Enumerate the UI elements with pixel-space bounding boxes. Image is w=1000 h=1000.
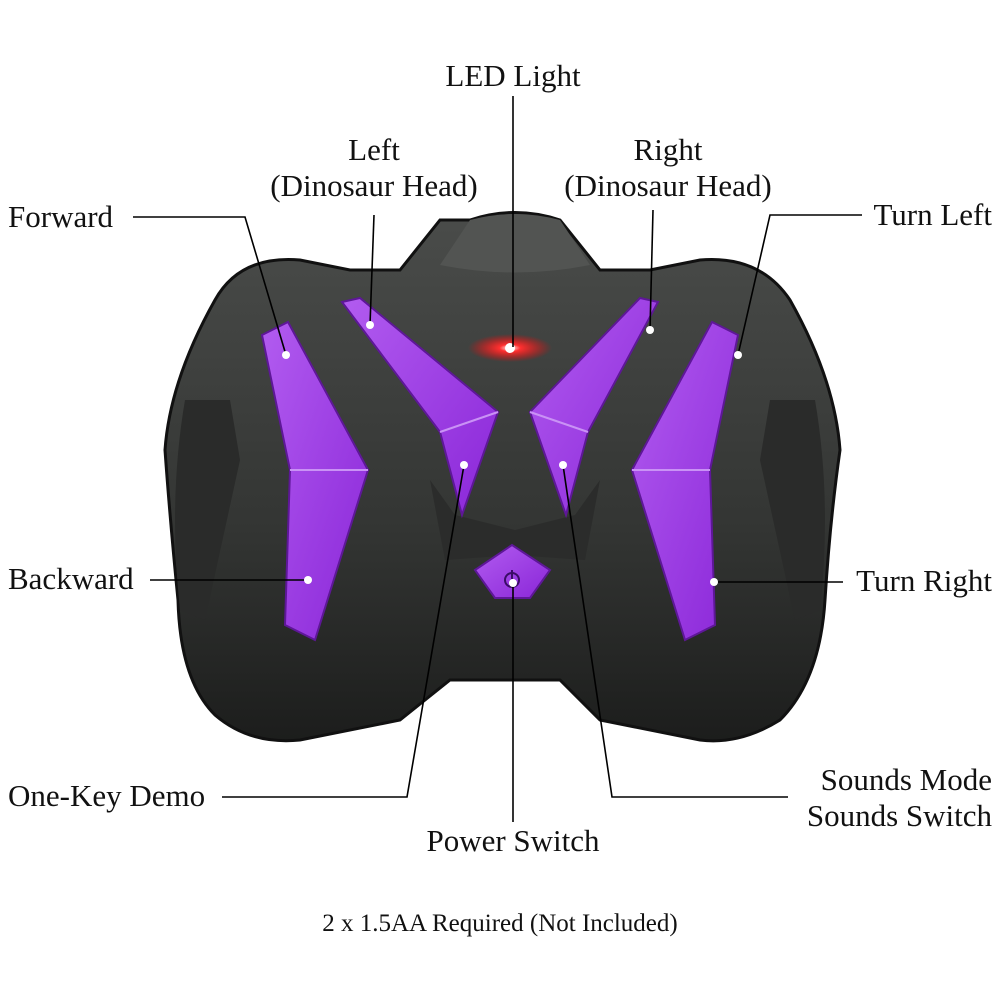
battery-note: 2 x 1.5AA Required (Not Included) <box>322 910 678 937</box>
power-switch-button[interactable] <box>473 543 552 599</box>
led-light-icon <box>468 334 552 362</box>
label-left-head: Left (Dinosaur Head) <box>270 132 478 203</box>
label-power-switch: Power Switch <box>426 823 600 858</box>
leader-one-key-demo <box>222 464 465 798</box>
label-turn-left: Turn Left <box>873 197 992 232</box>
label-turn-right: Turn Right <box>856 563 992 598</box>
label-right-head: Right (Dinosaur Head) <box>564 132 772 203</box>
endpoint-dots <box>282 321 742 587</box>
forward-backward-button[interactable] <box>260 320 370 642</box>
right-head-button[interactable] <box>528 296 660 519</box>
label-forward: Forward <box>8 199 114 234</box>
leader-left-head <box>369 214 375 326</box>
leader-turn-left <box>737 214 862 356</box>
leader-sounds <box>562 464 788 798</box>
label-one-key-demo: One-Key Demo <box>8 778 206 813</box>
left-head-button[interactable] <box>340 296 500 519</box>
label-led-light: LED Light <box>445 58 581 93</box>
leader-right-head <box>649 209 654 331</box>
leader-forward <box>133 216 287 356</box>
label-sounds: Sounds Mode Sounds Switch <box>806 762 992 833</box>
label-backward: Backward <box>8 561 134 596</box>
remote-body <box>163 211 842 743</box>
turn-left-right-button[interactable] <box>630 320 740 642</box>
leader-lines <box>133 96 862 822</box>
